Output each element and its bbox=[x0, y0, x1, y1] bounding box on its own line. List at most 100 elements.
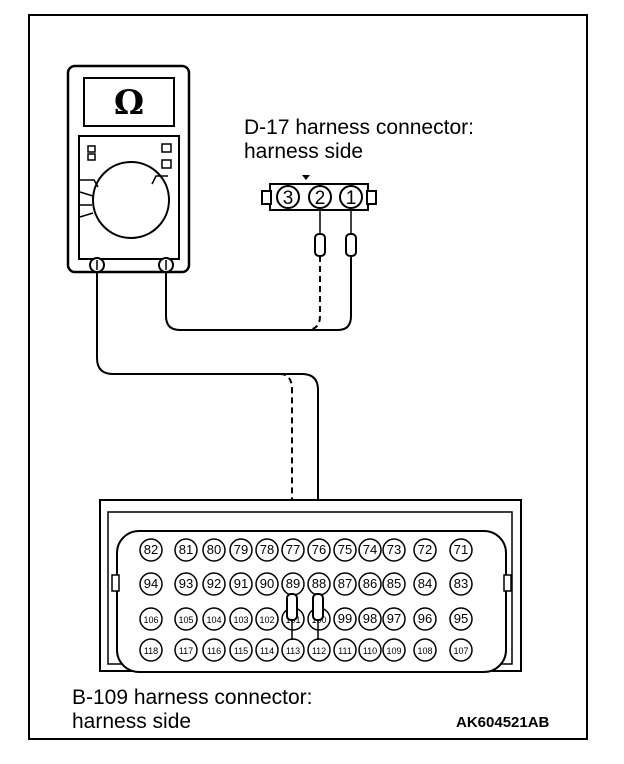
b109-pin bbox=[333, 607, 357, 631]
b109-pin bbox=[229, 572, 253, 596]
b109-pin bbox=[255, 607, 279, 631]
b109-pin-label: 75 bbox=[338, 542, 352, 557]
b109-pin bbox=[358, 607, 382, 631]
b109-pin-label: 96 bbox=[418, 611, 432, 626]
b109-pin-label: 99 bbox=[338, 611, 352, 626]
b109-pin bbox=[139, 572, 163, 596]
b109-pin bbox=[333, 572, 357, 596]
b109-pin-label: 97 bbox=[387, 611, 401, 626]
b109-pin-label: 89 bbox=[286, 576, 300, 591]
ohmmeter bbox=[66, 64, 191, 274]
b109-pin bbox=[358, 638, 382, 662]
b109-pin-label: 71 bbox=[454, 542, 468, 557]
b109-pin-label: 77 bbox=[286, 542, 300, 557]
b109-pin-label: 118 bbox=[144, 646, 158, 656]
b109-pin-label: 103 bbox=[233, 615, 248, 625]
b109-pin bbox=[139, 538, 163, 562]
b109-pin-label: 105 bbox=[178, 615, 193, 625]
b109-pin-label: 82 bbox=[144, 542, 158, 557]
b109-pin bbox=[333, 638, 357, 662]
b109-pin bbox=[202, 607, 226, 631]
b109-pin bbox=[382, 572, 406, 596]
b109-pin bbox=[413, 538, 437, 562]
b109-pin-label: 86 bbox=[363, 576, 377, 591]
b109-pin bbox=[358, 538, 382, 562]
b109-pin-label: 109 bbox=[386, 646, 401, 656]
b109-pin bbox=[139, 638, 163, 662]
b109-pin bbox=[174, 572, 198, 596]
b109-pin-label: 78 bbox=[260, 542, 274, 557]
b109-pin bbox=[229, 638, 253, 662]
b109-pin-label: 114 bbox=[260, 646, 274, 656]
diagram-frame bbox=[28, 14, 588, 740]
b109-pin-label: 104 bbox=[206, 615, 221, 625]
b109-pin-label: 88 bbox=[312, 576, 326, 591]
b109-pin bbox=[358, 572, 382, 596]
d17-pin-label: 2 bbox=[315, 188, 326, 209]
b109-pin bbox=[202, 638, 226, 662]
b109-pin-label: 112 bbox=[312, 646, 326, 656]
b109-pin bbox=[382, 638, 406, 662]
d17-label-line2: harness side bbox=[244, 140, 364, 163]
b109-pin bbox=[174, 607, 198, 631]
probe-pin bbox=[345, 233, 357, 257]
d17-pin-label: 1 bbox=[346, 188, 357, 209]
b109-pin bbox=[202, 538, 226, 562]
b109-pin-label: 90 bbox=[260, 576, 274, 591]
d17-label-line1: D-17 harness connector: bbox=[244, 116, 474, 139]
b109-pin-label: 115 bbox=[234, 646, 248, 656]
b109-pin bbox=[449, 638, 473, 662]
b109-pin-label: 72 bbox=[418, 542, 432, 557]
b109-pin bbox=[202, 572, 226, 596]
b109-pin-label: 113 bbox=[286, 646, 300, 656]
b109-label-line1: B-109 harness connector: bbox=[72, 686, 313, 709]
b109-pin bbox=[307, 638, 331, 662]
b109-pin bbox=[174, 538, 198, 562]
b109-pin bbox=[413, 607, 437, 631]
b109-pin-label: 85 bbox=[387, 576, 401, 591]
b109-pin bbox=[449, 607, 473, 631]
figure-code: AK604521AB bbox=[456, 714, 550, 731]
b109-pin-label: 110 bbox=[363, 646, 377, 656]
b109-pin bbox=[174, 638, 198, 662]
b109-pin-label: 81 bbox=[179, 542, 193, 557]
b109-pin bbox=[413, 572, 437, 596]
indicator-icon bbox=[161, 143, 172, 153]
b109-pin-label: 94 bbox=[144, 576, 158, 591]
probe-pin bbox=[314, 233, 326, 257]
probe-pin bbox=[312, 593, 324, 621]
b109-pin-label: 98 bbox=[363, 611, 377, 626]
b109-pin bbox=[281, 538, 305, 562]
b109-pin-label: 108 bbox=[417, 646, 432, 656]
connector-tab-icon bbox=[302, 175, 310, 180]
b109-pin-label: 83 bbox=[454, 576, 468, 591]
b109-pin bbox=[139, 607, 163, 631]
b109-pin bbox=[382, 538, 406, 562]
b109-pin-label: 102 bbox=[259, 615, 274, 625]
indicator-icon bbox=[87, 145, 96, 153]
b109-pin-label: 91 bbox=[234, 576, 248, 591]
b109-label-line2: harness side bbox=[72, 710, 192, 733]
b109-pin-label: 76 bbox=[312, 542, 326, 557]
b109-pin-label: 106 bbox=[143, 615, 158, 625]
b109-pin-label: 95 bbox=[454, 611, 468, 626]
ohm-symbol: Ω bbox=[114, 83, 144, 123]
b109-pin-label: 74 bbox=[363, 542, 377, 557]
b109-pin bbox=[229, 607, 253, 631]
b109-pin-label: 73 bbox=[387, 542, 401, 557]
b109-pin bbox=[281, 638, 305, 662]
b109-pin-label: 87 bbox=[338, 576, 352, 591]
b109-pin bbox=[255, 538, 279, 562]
b109-pin bbox=[449, 538, 473, 562]
b109-pin bbox=[307, 538, 331, 562]
b109-pin-label: 107 bbox=[453, 646, 468, 656]
b109-pin bbox=[449, 572, 473, 596]
b109-pin bbox=[255, 638, 279, 662]
b109-pin bbox=[413, 638, 437, 662]
probe-pin bbox=[286, 593, 298, 621]
b109-pin-label: 93 bbox=[179, 576, 193, 591]
b109-pin-label: 79 bbox=[234, 542, 248, 557]
d17-connector bbox=[261, 175, 377, 257]
